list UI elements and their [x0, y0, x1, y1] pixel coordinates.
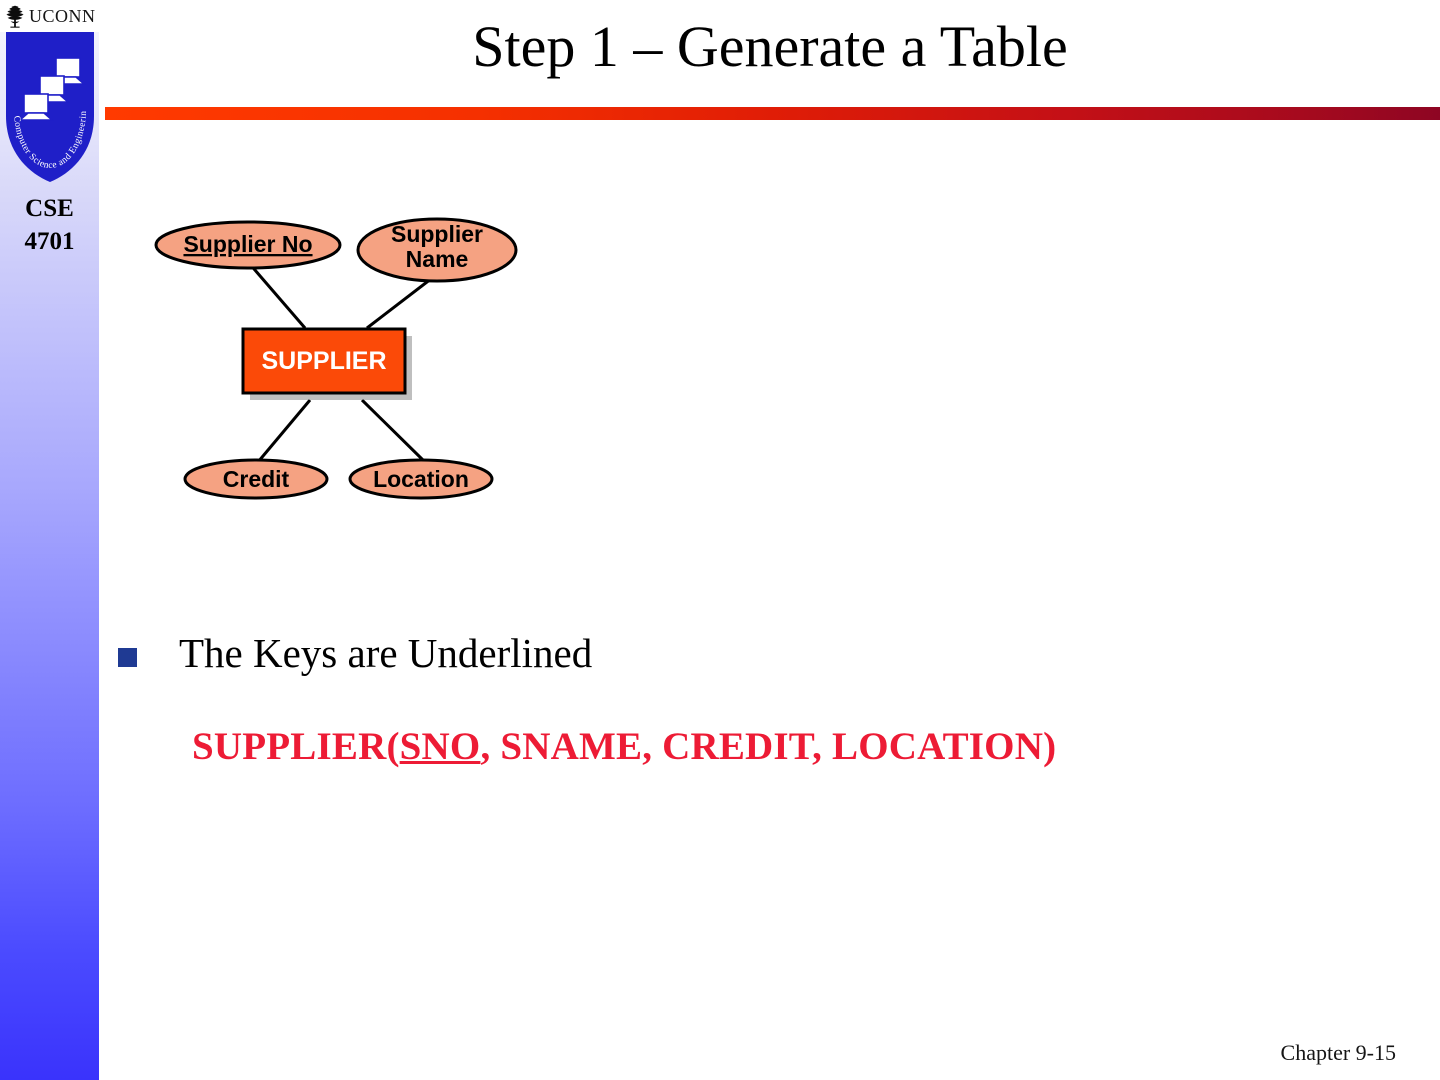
slide-footer: Chapter 9-15 — [1280, 1040, 1396, 1065]
course-code-label: CSE 4701 — [0, 192, 99, 258]
er-diagram: Supplier No Supplier Name SUPPLIER Credi… — [140, 200, 560, 520]
schema-prefix: SUPPLIER( — [192, 725, 400, 768]
er-attribute-label: Supplier No — [183, 231, 312, 257]
er-entity-label: SUPPLIER — [261, 347, 386, 375]
er-attribute-credit: Credit — [183, 458, 329, 500]
er-attribute-label: Location — [373, 466, 469, 492]
uconn-oak-tree-icon — [6, 5, 24, 28]
er-connector-lines — [246, 261, 441, 464]
bullet-item-text: The Keys are Underlined — [179, 630, 593, 676]
connector-location — [360, 398, 427, 464]
er-attribute-supplier-name: Supplier Name — [356, 217, 518, 283]
relation-schema-text: SUPPLIER(SNO, SNAME, CREDIT, LOCATION) — [192, 724, 1056, 769]
title-divider-rule — [105, 107, 1440, 120]
schema-primary-key: SNO — [399, 725, 481, 768]
course-code-text: CSE — [25, 195, 74, 222]
cse-networked-computers-shield-icon: Computer Science and Engineering — [4, 32, 94, 182]
er-attribute-label: Credit — [223, 466, 290, 492]
er-attribute-supplier-no: Supplier No — [154, 220, 342, 270]
connector-supplier-no — [246, 261, 307, 329]
course-number-text: 4701 — [24, 228, 75, 255]
page-title: Step 1 – Generate a Table — [472, 14, 1068, 79]
bullet-list-item: The Keys are Underlined — [118, 628, 592, 679]
uconn-branding-band: UCONN — [0, 0, 110, 32]
uconn-wordmark: UCONN — [29, 6, 96, 26]
connector-credit — [256, 399, 312, 463]
er-attribute-location: Location — [348, 458, 494, 500]
er-entity-supplier: SUPPLIER — [241, 327, 412, 400]
er-attribute-label-line2: Name — [406, 246, 469, 272]
schema-rest: , SNAME, CREDIT, LOCATION) — [480, 725, 1057, 768]
bullet-square-icon — [118, 648, 137, 667]
er-attribute-label-line1: Supplier — [391, 221, 483, 247]
